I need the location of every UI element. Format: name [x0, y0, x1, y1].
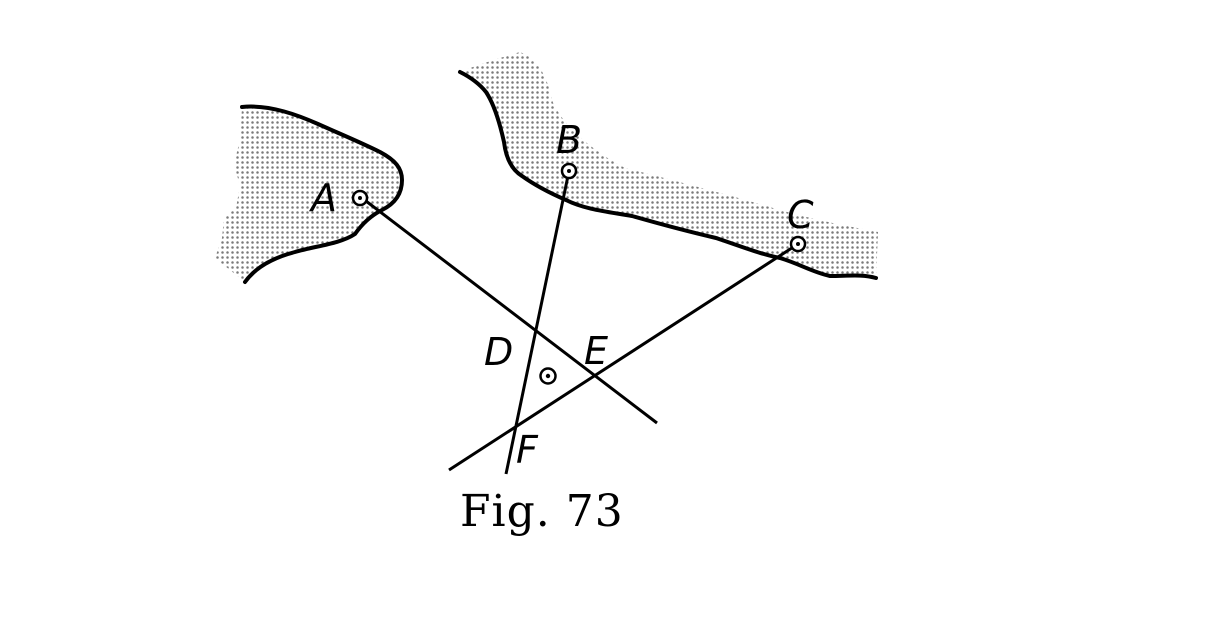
label-E: E	[584, 329, 608, 373]
upper-coastline	[458, 70, 878, 280]
line-A-through-E	[361, 196, 658, 425]
left-coastline	[240, 104, 404, 284]
line-C-through-E-F	[448, 242, 799, 472]
label-B: B	[556, 118, 582, 162]
point-C-marker	[789, 235, 807, 253]
point-B-marker	[560, 162, 578, 180]
line-B-through-D-F	[504, 170, 571, 475]
point-A-marker	[351, 189, 369, 207]
label-C: C	[787, 193, 814, 237]
left-land-region	[215, 104, 404, 284]
upper-land-region	[458, 52, 878, 280]
label-D: D	[484, 330, 513, 374]
center-point-marker	[539, 367, 557, 385]
figure-caption: Fig. 73	[460, 486, 624, 537]
label-A: A	[308, 176, 337, 220]
label-F: F	[516, 428, 539, 472]
